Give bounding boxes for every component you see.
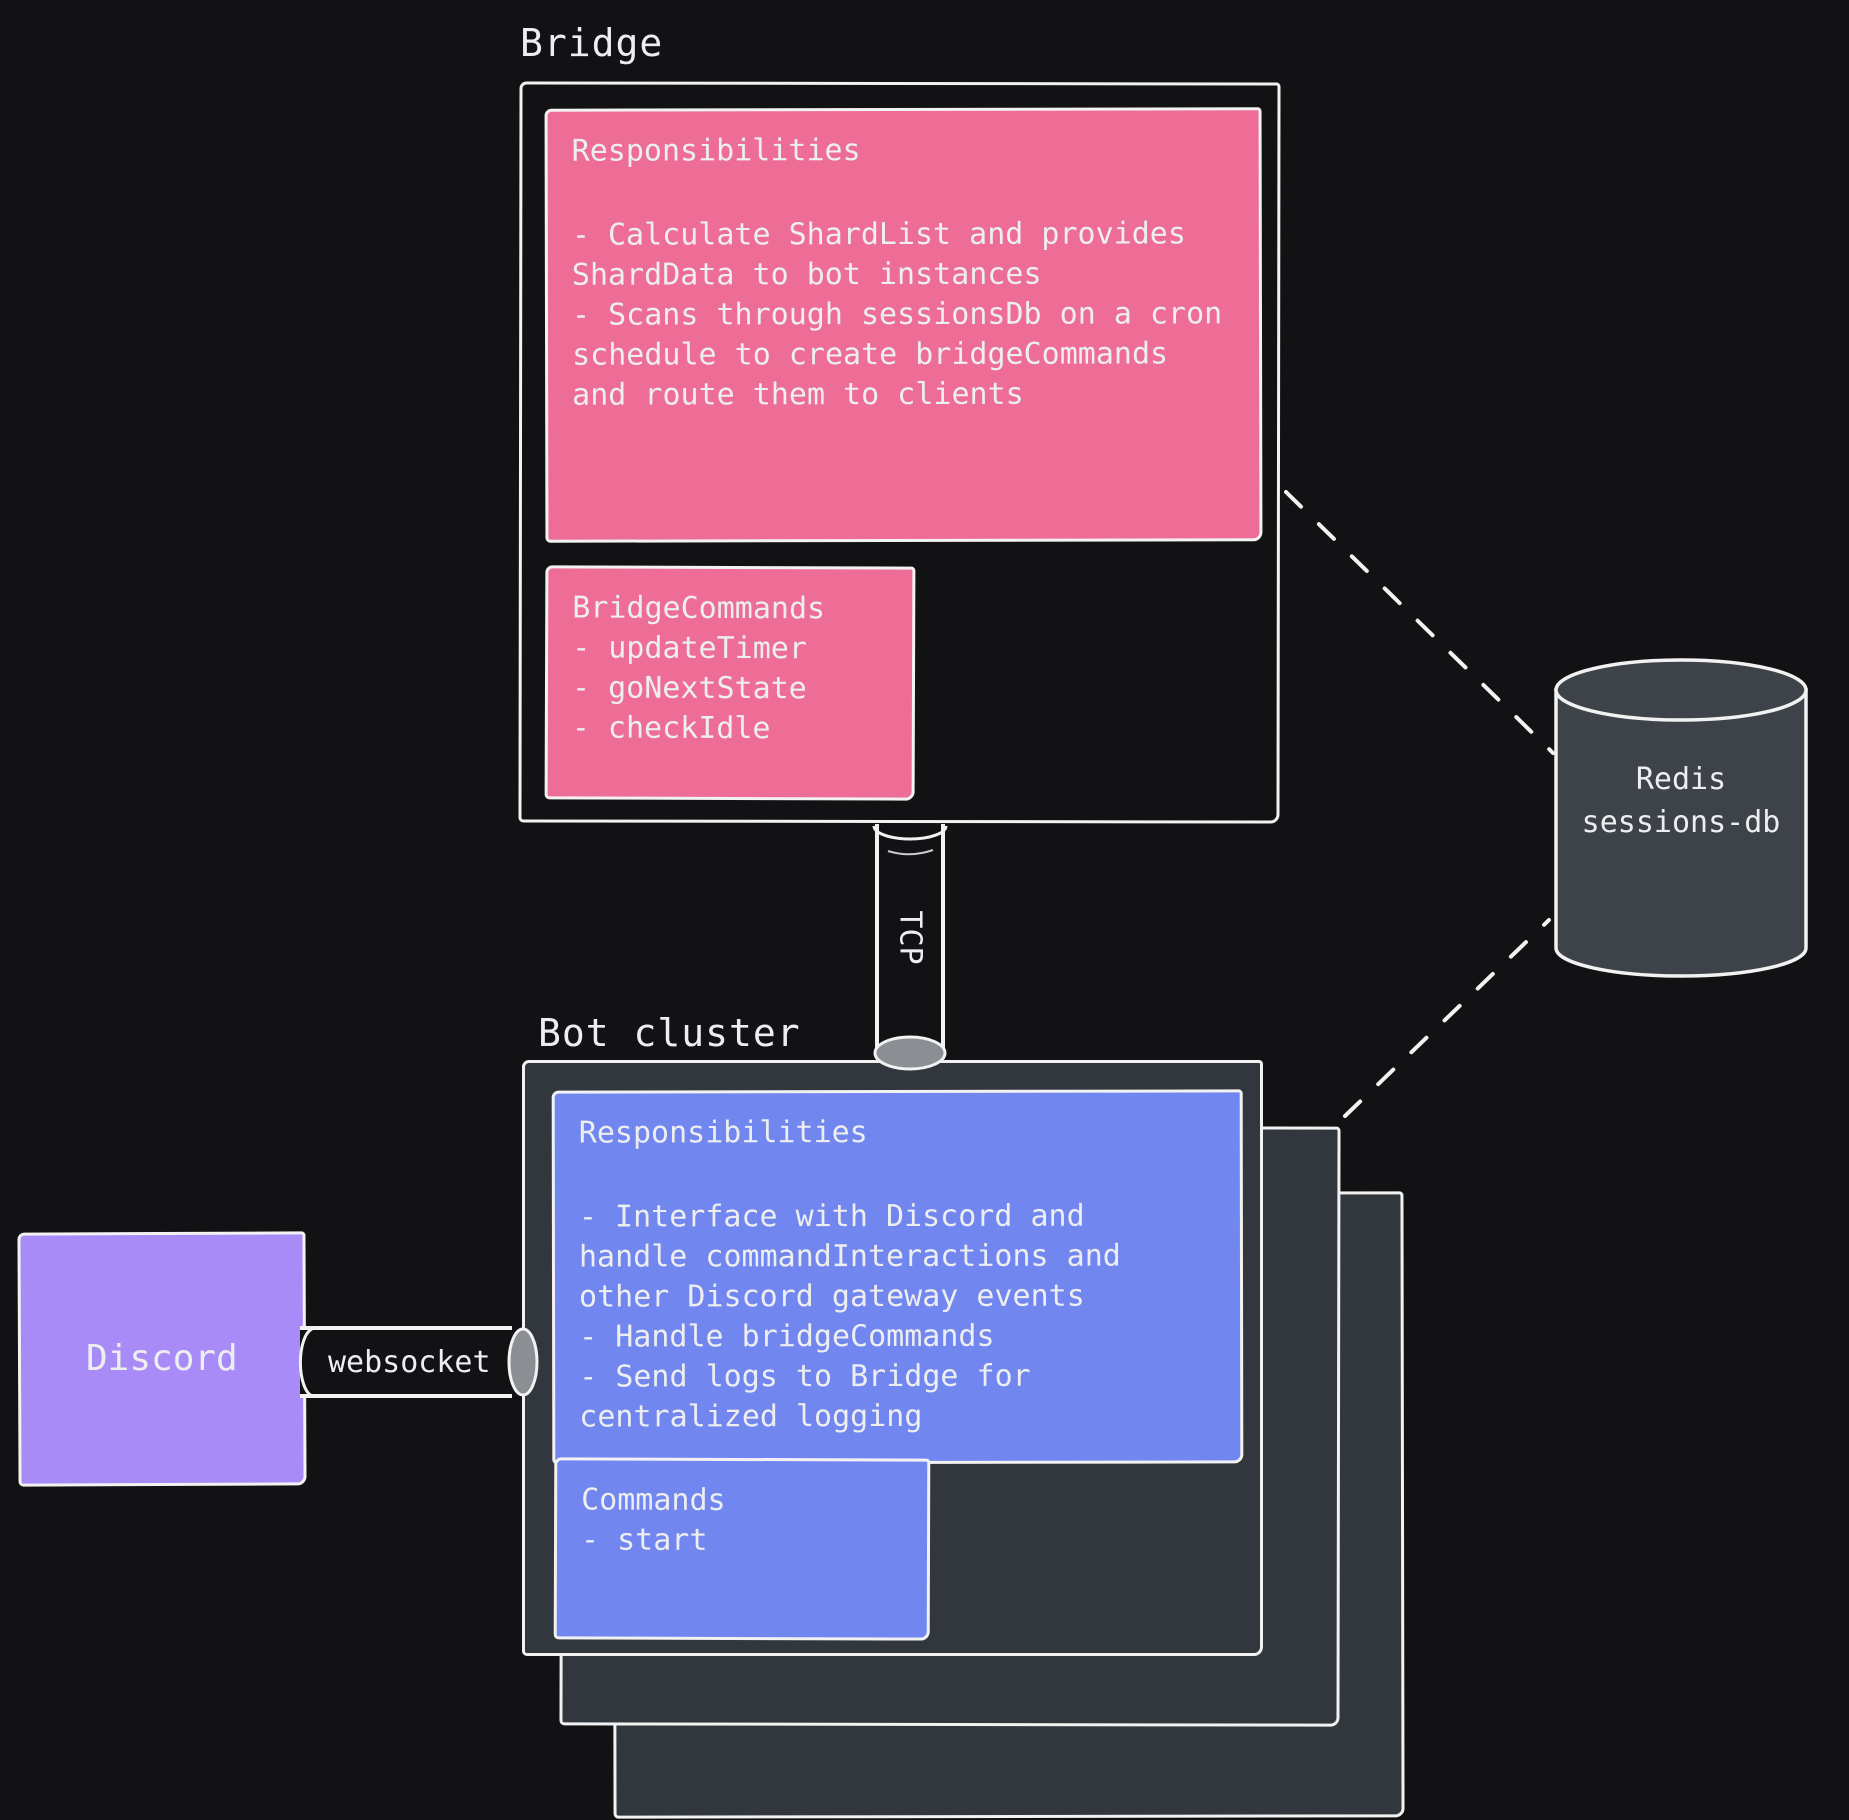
bot-cluster-responsibilities-title: Responsibilities	[578, 1115, 868, 1151]
bridge-command-item: - checkIdle	[571, 710, 771, 747]
bot-cluster-responsibility-line: - Handle bridgeCommands	[579, 1318, 995, 1355]
redis-label: Redis sessions-db	[1556, 758, 1806, 844]
bridge-title: Bridge	[520, 21, 664, 65]
bot-cluster-commands-box: Commands - start	[553, 1457, 931, 1641]
bot-cluster-responsibility-line: - Interface with Discord and	[578, 1198, 1085, 1235]
bot-cluster-command-item: - start	[580, 1522, 708, 1558]
bridge-redis-dashed-connector	[1284, 490, 1555, 755]
bot-cluster-title: Bot cluster	[538, 1011, 801, 1055]
bot-cluster-responsibility-line: other Discord gateway events	[579, 1278, 1085, 1315]
websocket-pipe-label: websocket	[328, 1345, 491, 1380]
redis-label-line2: sessions-db	[1581, 805, 1781, 840]
bridge-responsibility-line: schedule to create bridgeCommands	[572, 336, 1169, 373]
bridge-responsibility-line: ShardData to bot instances	[571, 256, 1042, 293]
bridge-commands-box: BridgeCommands - updateTimer - goNextSta…	[544, 565, 916, 801]
bridge-responsibility-line: and route them to clients	[572, 376, 1024, 413]
spacer	[579, 1152, 1216, 1197]
bridge-responsibilities-title: Responsibilities	[571, 133, 861, 169]
tcp-pipe-label: TCP	[892, 910, 928, 965]
discord-label: Discord	[86, 1338, 238, 1379]
bridge-responsibility-line: - Scans through sessionsDb on a cron	[571, 296, 1223, 333]
redis-label-line1: Redis	[1635, 762, 1727, 797]
bot-cluster-responsibility-line: - Send logs to Bridge for	[579, 1358, 1031, 1395]
bridge-responsibility-line: - Calculate ShardList and provides	[571, 216, 1186, 253]
bridge-command-item: - goNextState	[571, 670, 807, 707]
bridge-commands-title: BridgeCommands	[572, 590, 826, 627]
bot-cluster-responsibility-line: centralized logging	[579, 1398, 923, 1435]
bridge-responsibilities-box: Responsibilities - Calculate ShardList a…	[544, 107, 1263, 543]
bot-cluster-responsibilities-box: Responsibilities - Interface with Discor…	[551, 1089, 1244, 1465]
botcluster-redis-dashed-connector	[1343, 918, 1551, 1118]
bot-cluster-responsibility-line: handle commandInteractions and	[578, 1238, 1121, 1275]
bot-cluster-commands-title: Commands	[581, 1482, 726, 1518]
bridge-command-item: - updateTimer	[572, 630, 807, 667]
spacer	[572, 170, 1235, 215]
